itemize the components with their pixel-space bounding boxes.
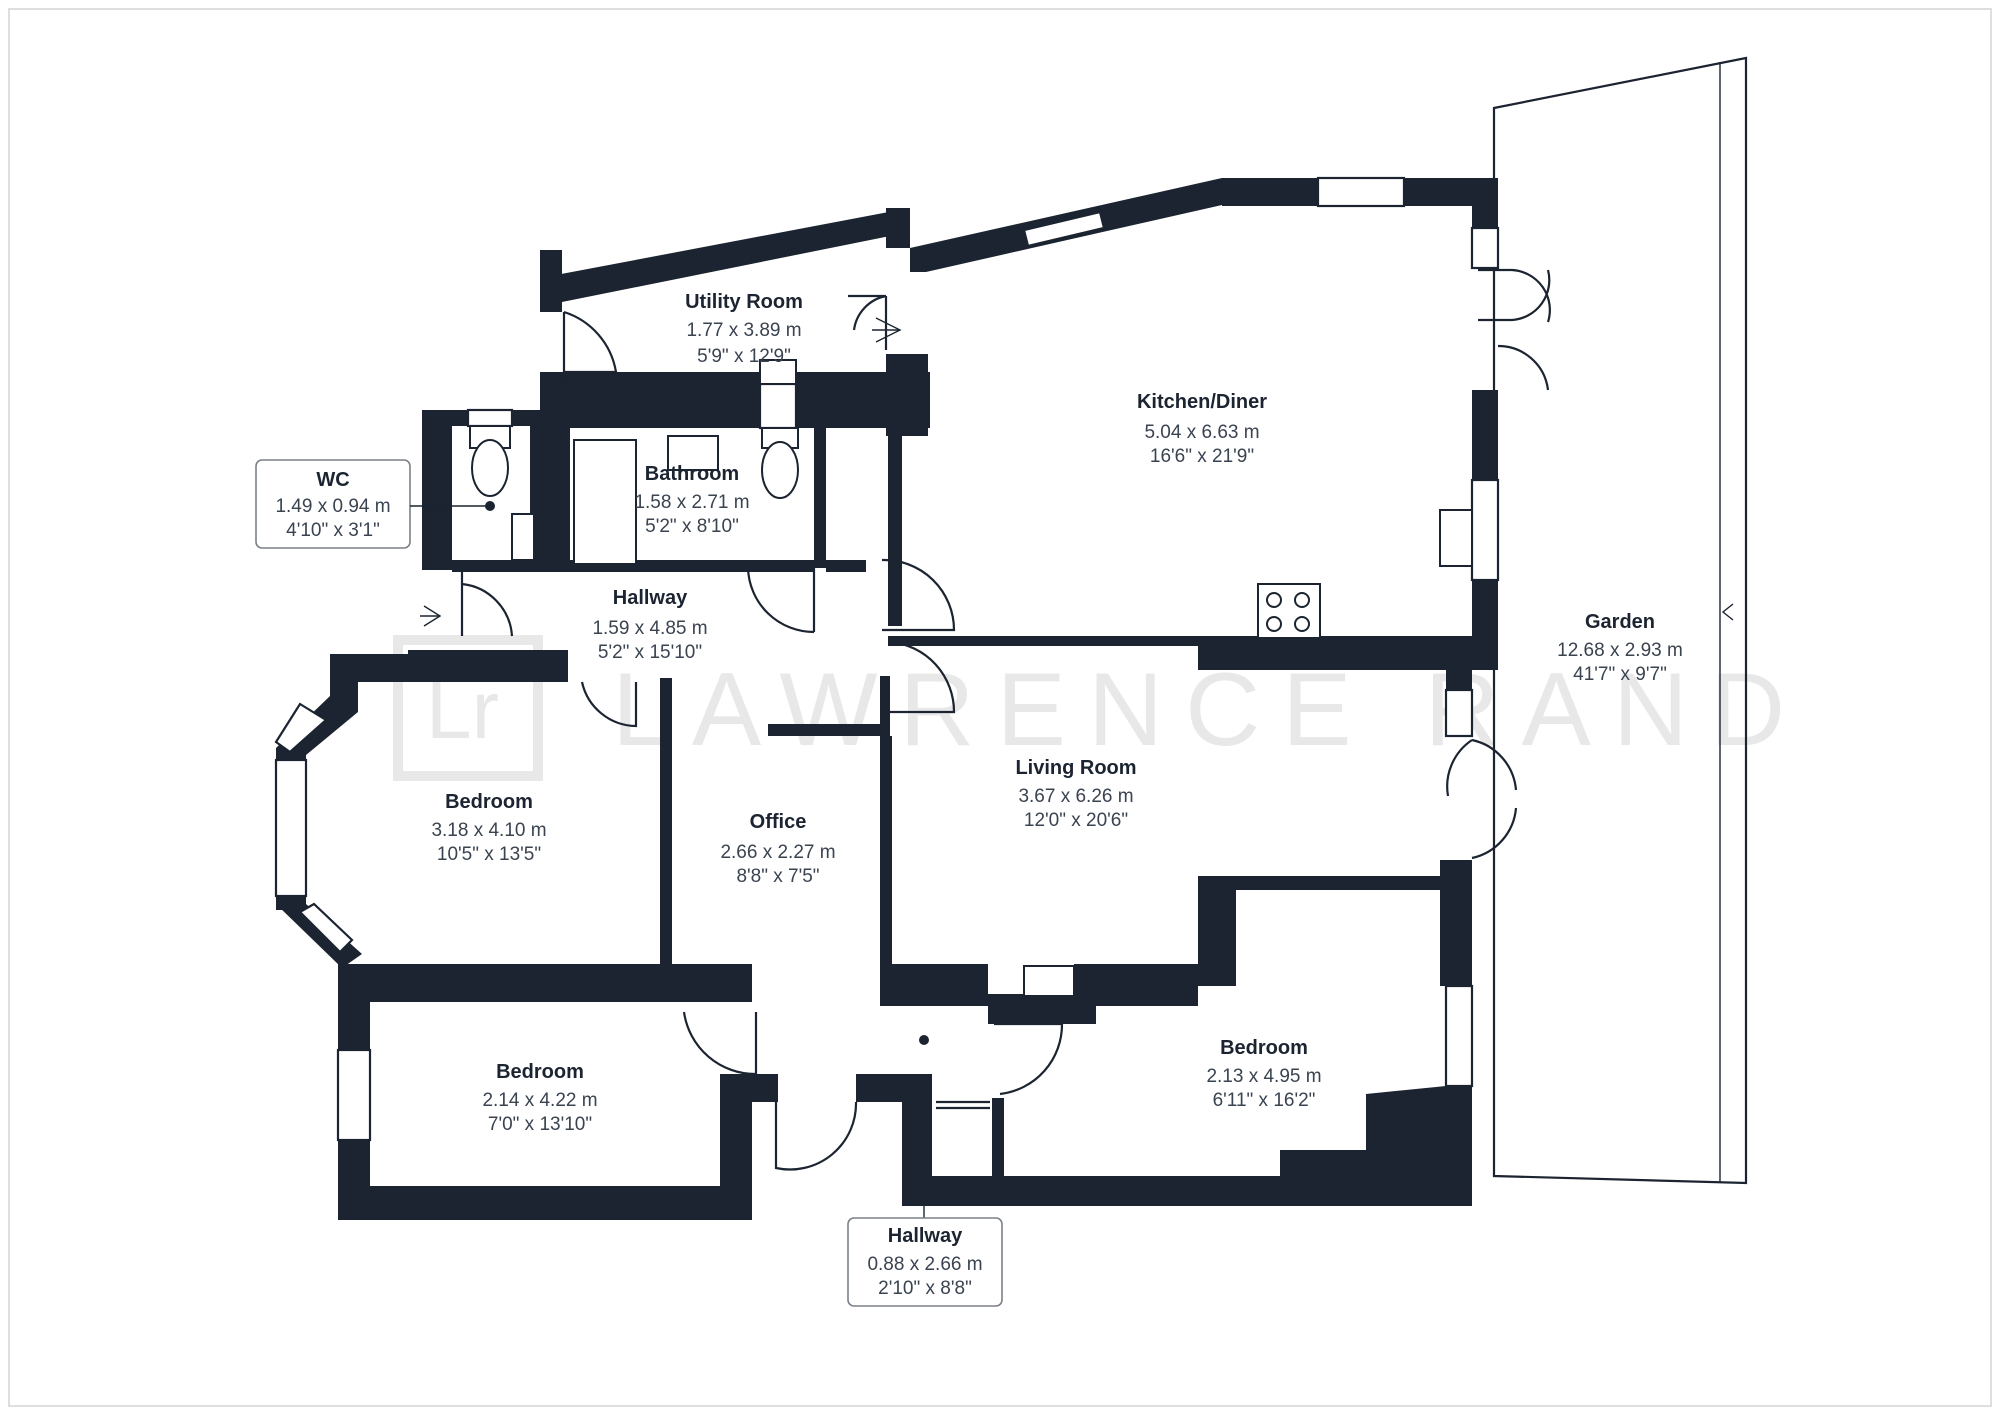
room-hallway-2: Hallway 0.88 x 2.66 m 2'10" x 8'8": [847, 1206, 1003, 1307]
wc-metric: 1.49 x 0.94 m: [275, 496, 390, 517]
room-bedroom-3: Bedroom 2.13 x 4.95 m 6'11" x 16'2": [1206, 1037, 1321, 1111]
watermark-brand: LAWRENCE RAND: [612, 652, 1807, 768]
hallway2-metric: 0.88 x 2.66 m: [867, 1254, 982, 1275]
hallway1-name: Hallway: [613, 587, 688, 609]
hallway2-name: Hallway: [888, 1225, 963, 1247]
room-utility: Utility Room 1.77 x 3.89 m 5'9" x 12'9": [685, 291, 803, 367]
room-bedroom-1: Bedroom 3.18 x 4.10 m 10'5" x 13'5": [431, 791, 546, 865]
wc-name: WC: [316, 469, 349, 491]
utility-name: Utility Room: [685, 291, 803, 313]
bedroom2-name: Bedroom: [496, 1061, 584, 1083]
doors: [460, 268, 1551, 1171]
windows: [274, 176, 1500, 1142]
living-imperial: 12'0" x 20'6": [1024, 810, 1128, 831]
bedroom1-name: Bedroom: [445, 791, 533, 813]
office-metric: 2.66 x 2.27 m: [720, 842, 835, 863]
room-bedroom-2: Bedroom 2.14 x 4.22 m 7'0" x 13'10": [482, 1061, 597, 1135]
wc-imperial: 4'10" x 3'1": [286, 520, 380, 541]
room-wc: WC 1.49 x 0.94 m 4'10" x 3'1": [255, 459, 490, 549]
bedroom2-imperial: 7'0" x 13'10": [488, 1114, 592, 1135]
page-frame: [8, 8, 1992, 1407]
bedroom3-imperial: 6'11" x 16'2": [1213, 1090, 1316, 1111]
utility-imperial: 5'9" x 12'9": [697, 346, 791, 367]
room-office: Office 2.66 x 2.27 m 8'8" x 7'5": [720, 811, 835, 887]
wc-callout: [255, 459, 411, 549]
kitchen-imperial: 16'6" x 21'9": [1150, 446, 1254, 467]
room-bathroom: Bathroom 1.58 x 2.71 m 5'2" x 8'10": [634, 463, 749, 537]
bedroom3-name: Bedroom: [1220, 1037, 1308, 1059]
hallway2-callout: [847, 1217, 1003, 1307]
garden-imperial: 41'7" x 9'7": [1573, 664, 1667, 685]
fixtures: [469, 359, 1473, 1045]
garden-name: Garden: [1585, 611, 1655, 633]
living-metric: 3.67 x 6.26 m: [1018, 786, 1133, 807]
bedroom1-metric: 3.18 x 4.10 m: [431, 820, 546, 841]
flow-arrows: [420, 317, 902, 627]
office-name: Office: [750, 811, 807, 833]
hallway2-imperial: 2'10" x 8'8": [878, 1278, 972, 1299]
hallway1-imperial: 5'2" x 15'10": [598, 642, 702, 663]
watermark-logo-box: [393, 635, 543, 781]
room-garden: Garden 12.68 x 2.93 m 41'7" x 9'7": [1557, 611, 1683, 685]
utility-metric: 1.77 x 3.89 m: [686, 320, 801, 341]
room-hallway-1: Hallway 1.59 x 4.85 m 5'2" x 15'10": [592, 587, 707, 663]
garden-metric: 12.68 x 2.93 m: [1557, 640, 1683, 661]
walls: [276, 178, 1498, 1220]
office-imperial: 8'8" x 7'5": [736, 866, 819, 887]
living-name: Living Room: [1015, 757, 1136, 779]
watermark: Lr LAWRENCE RAND: [393, 635, 1807, 781]
bedroom2-metric: 2.14 x 4.22 m: [482, 1090, 597, 1111]
kitchen-name: Kitchen/Diner: [1137, 391, 1267, 413]
room-living: Living Room 3.67 x 6.26 m 12'0" x 20'6": [1015, 757, 1136, 831]
hallway1-metric: 1.59 x 4.85 m: [592, 618, 707, 639]
bathroom-name: Bathroom: [645, 463, 739, 485]
bathroom-metric: 1.58 x 2.71 m: [634, 492, 749, 513]
garden-outline: [1492, 56, 1748, 1185]
room-kitchen: Kitchen/Diner 5.04 x 6.63 m 16'6" x 21'9…: [1137, 391, 1267, 467]
bathroom-imperial: 5'2" x 8'10": [645, 516, 739, 537]
bedroom3-metric: 2.13 x 4.95 m: [1206, 1066, 1321, 1087]
kitchen-metric: 5.04 x 6.63 m: [1144, 422, 1259, 443]
bedroom1-imperial: 10'5" x 13'5": [437, 844, 541, 865]
